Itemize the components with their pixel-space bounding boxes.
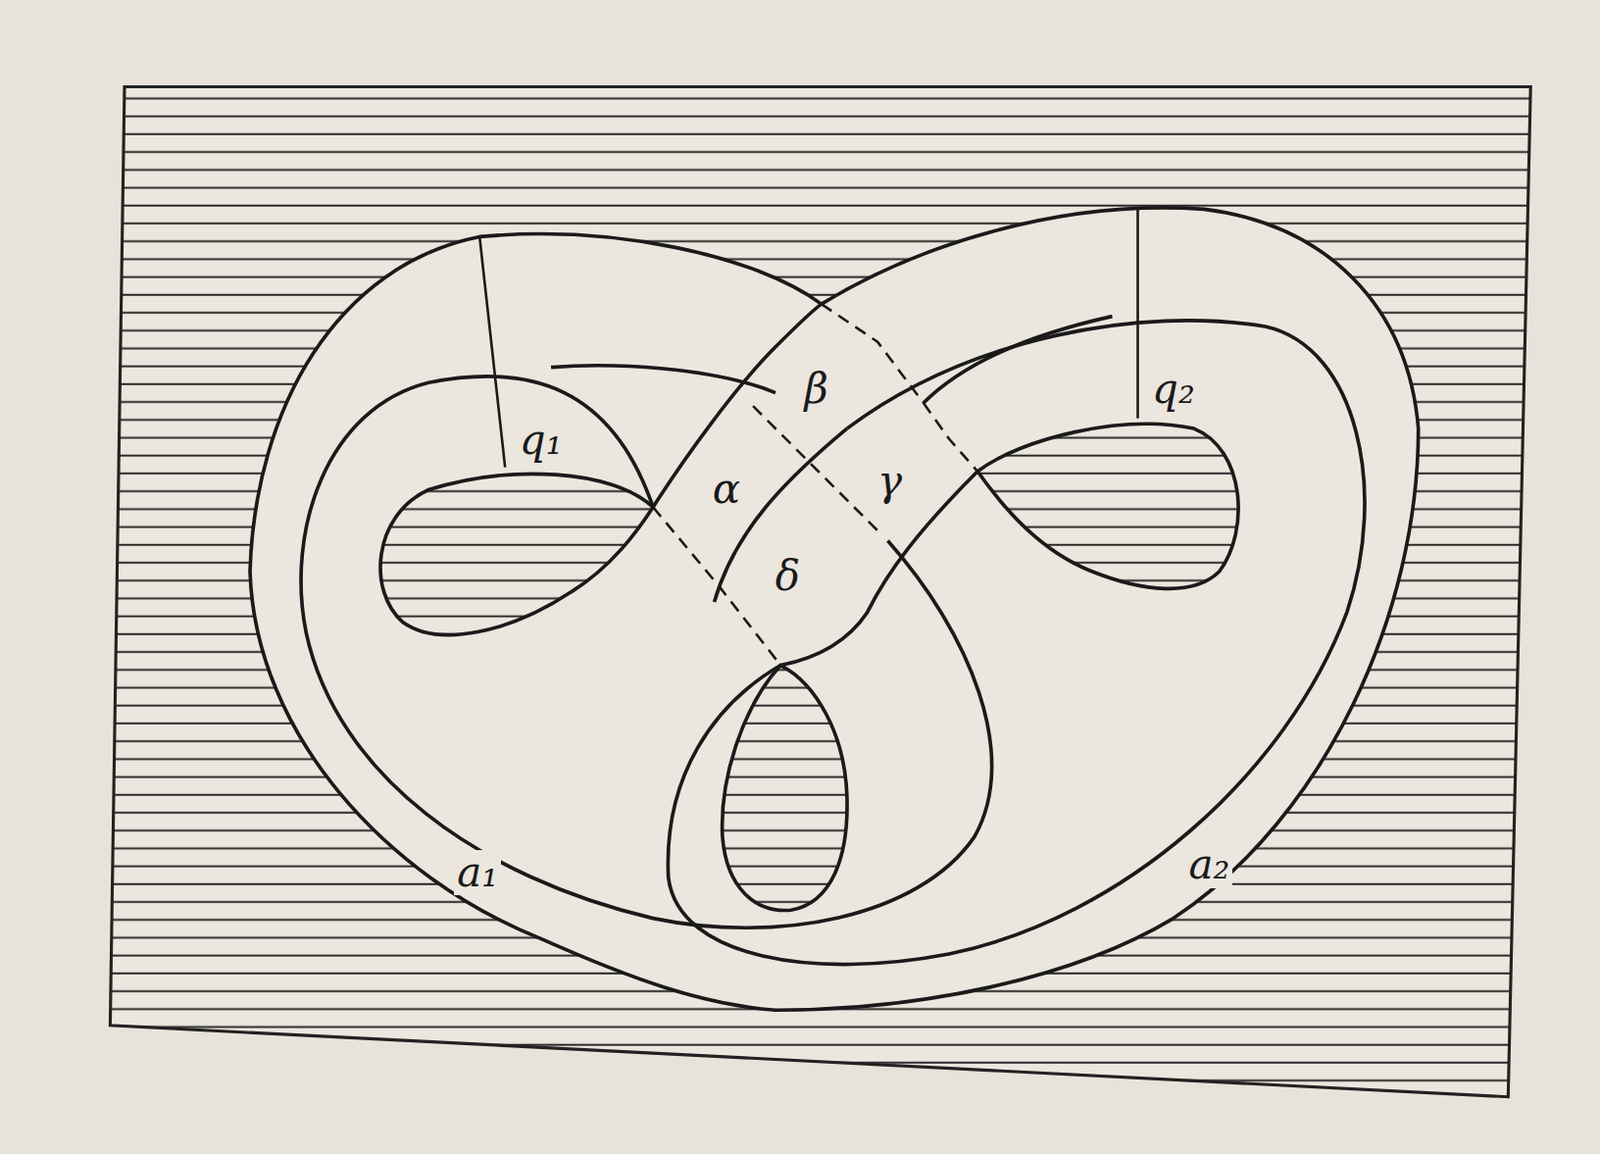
- curve-label: δ: [772, 553, 803, 600]
- curve-label: β: [801, 366, 832, 412]
- curve-label: α: [709, 466, 744, 512]
- curve-label: a₂: [1185, 842, 1233, 888]
- curve-label: q₁: [516, 417, 566, 463]
- curve-label: q₂: [1149, 366, 1199, 412]
- curve-label: a₁: [453, 850, 501, 896]
- curve-label: γ: [874, 458, 905, 504]
